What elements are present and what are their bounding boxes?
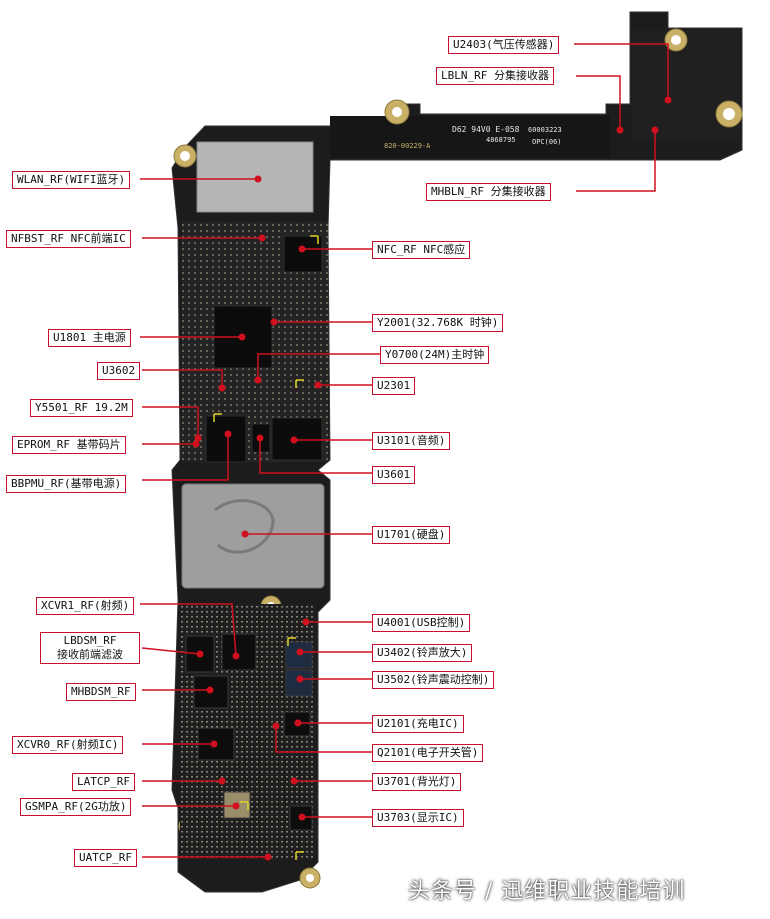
silk-opc: OPC(06) xyxy=(532,138,562,146)
label-xcvr0-rf: XCVR0_RF(射频IC) xyxy=(12,736,124,754)
label-lbdsm-rf-line1: LBDSM_RF xyxy=(63,634,117,647)
label-y2001: Y2001(32.768K 时钟) xyxy=(372,314,504,332)
label-nfbst-rf: NFBST_RF NFC前端IC xyxy=(6,230,131,248)
silk-model: D62 94V0 E-058 xyxy=(452,125,520,134)
chips-lower xyxy=(185,633,313,831)
silk-lot2: 60003223 xyxy=(528,126,562,134)
silk-part: 820-00229-A xyxy=(384,142,431,150)
label-u1701: U1701(硬盘) xyxy=(372,526,451,544)
label-u3601: U3601 xyxy=(372,466,416,484)
wifi-shield xyxy=(196,141,314,213)
label-nfc-rf: NFC_RF NFC感应 xyxy=(372,241,471,259)
label-y5501-rf: Y5501_RF 19.2M xyxy=(30,399,133,417)
nand-logo xyxy=(214,499,275,554)
label-xcvr1-rf: XCVR1_RF(射频) xyxy=(36,597,135,615)
leader-lines xyxy=(140,43,669,858)
label-lbdsm-rf: LBDSM_RF 接收前端滤波 xyxy=(40,632,140,664)
label-u2101: U2101(充电IC) xyxy=(372,715,464,733)
label-u2301: U2301 xyxy=(372,377,416,395)
label-u3602: U3602 xyxy=(97,362,141,380)
label-u3701: U3701(背光灯) xyxy=(372,773,462,791)
label-mhbdsm-rf: MHBDSM_RF xyxy=(66,683,136,701)
label-uatcp-rf: UATCP_RF xyxy=(74,849,137,867)
label-u3402: U3402(铃声放大) xyxy=(372,644,473,662)
silk-lot: 4868795 xyxy=(486,136,516,144)
leader-dots xyxy=(192,96,672,861)
corner-markers xyxy=(213,235,319,860)
label-lbln-rf: LBLN_RF 分集接收器 xyxy=(436,67,554,85)
label-lbdsm-rf-line2: 接收前端滤波 xyxy=(57,648,123,661)
label-eprom-rf: EPROM_RF 基带码片 xyxy=(12,436,126,454)
label-y0700: Y0700(24M)主时钟 xyxy=(380,346,490,364)
label-u3502: U3502(铃声震动控制) xyxy=(372,671,495,689)
watermark: 头条号 / 迅维职业技能培训 xyxy=(408,879,686,904)
label-u3703: U3703(显示IC) xyxy=(372,809,464,827)
label-bbpmu-rf: BBPMU_RF(基带电源) xyxy=(6,475,127,493)
label-u4001: U4001(USB控制) xyxy=(372,614,471,632)
top-strip-components xyxy=(330,116,610,158)
label-latcp-rf: LATCP_RF xyxy=(72,773,135,791)
label-mhbln-rf: MHBLN_RF 分集接收器 xyxy=(426,183,551,201)
label-q2101: Q2101(电子开关管) xyxy=(372,744,484,762)
label-u3101: U3101(音频) xyxy=(372,432,451,450)
nand-shield xyxy=(181,483,325,589)
label-u2403: U2403(气压传感器) xyxy=(448,36,560,54)
label-gsmpa-rf: GSMPA_RF(2G功放) xyxy=(20,798,132,816)
label-wlan-rf: WLAN_RF(WIFI蓝牙) xyxy=(12,171,131,189)
label-u1801: U1801 主电源 xyxy=(48,329,131,347)
